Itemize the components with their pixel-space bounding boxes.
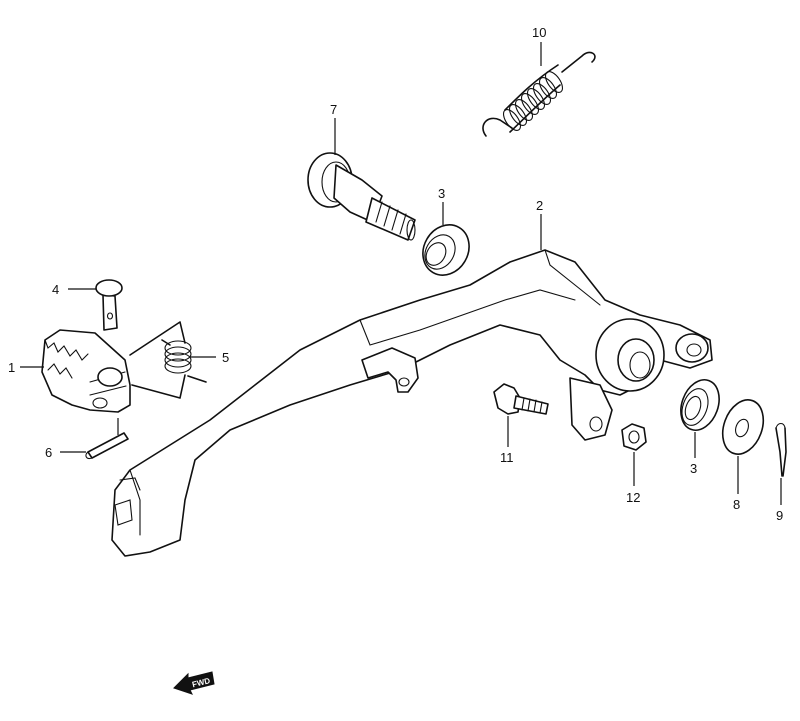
callout-3-upper: 3 xyxy=(438,186,445,201)
callout-11: 11 xyxy=(500,450,514,465)
callout-6: 6 xyxy=(45,445,52,460)
lock-nut xyxy=(621,423,647,451)
callout-3-lower: 3 xyxy=(690,461,697,476)
washer xyxy=(721,399,765,455)
callout-2: 2 xyxy=(536,198,543,213)
forward-arrow-icon xyxy=(173,671,215,695)
callout-7: 7 xyxy=(330,102,337,117)
callout-1: 1 xyxy=(8,360,15,375)
bushing-lower xyxy=(680,379,720,431)
footpeg-cotter-pin xyxy=(85,432,129,459)
callout-8: 8 xyxy=(733,497,740,512)
leader-lines xyxy=(20,42,782,505)
callout-10: 10 xyxy=(532,25,546,40)
brake-pedal-arm xyxy=(111,249,713,557)
torsion-spring xyxy=(129,321,207,399)
return-spring xyxy=(482,51,596,137)
callout-4: 4 xyxy=(52,282,59,297)
footpeg xyxy=(41,329,131,413)
clevis-pin xyxy=(95,279,123,331)
stopper-bolt xyxy=(493,383,549,415)
forward-direction-indicator: FWD xyxy=(173,671,215,695)
callout-labels: 10 7 3 2 4 1 5 6 11 3 12 8 9 xyxy=(8,25,783,523)
pivot-bolt xyxy=(307,152,416,241)
callout-9: 9 xyxy=(776,508,783,523)
bushing-upper xyxy=(422,224,470,276)
callout-12: 12 xyxy=(626,490,640,505)
cotter-pin xyxy=(775,422,787,477)
callout-5: 5 xyxy=(222,350,229,365)
forward-label: FWD xyxy=(191,676,211,689)
